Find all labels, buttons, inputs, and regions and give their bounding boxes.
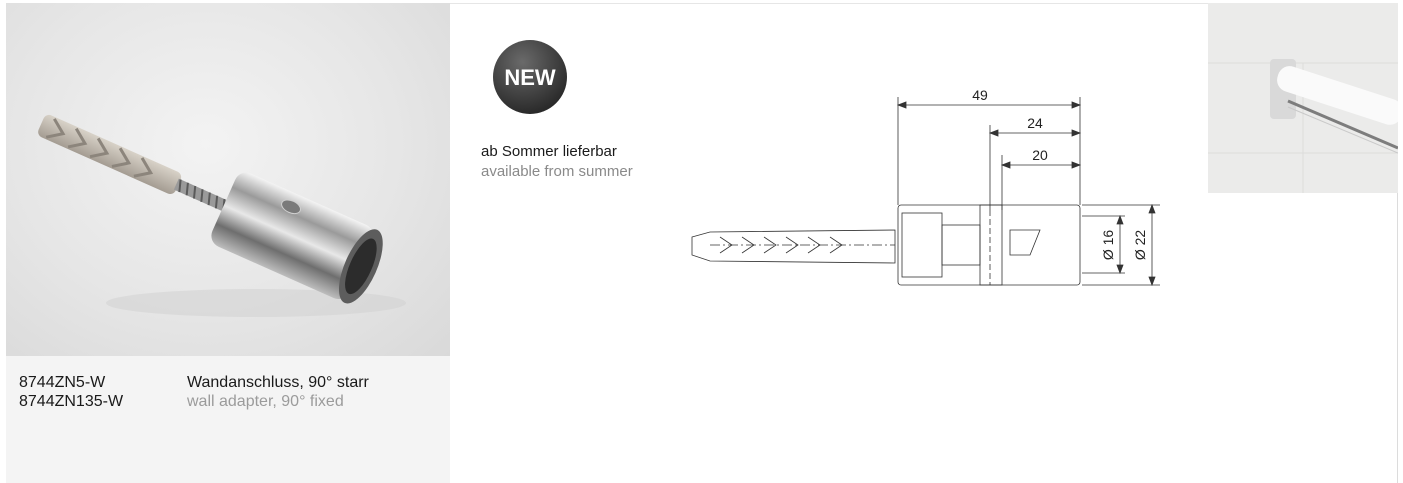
installation-thumbnail (1208, 3, 1398, 193)
dim-diameter-outer-label: Ø 22 (1132, 230, 1148, 261)
product-description: Wandanschluss, 90° starr wall adapter, 9… (187, 373, 369, 411)
new-badge: NEW (493, 40, 567, 114)
dim-inner-label: 20 (1032, 147, 1048, 163)
availability-en: available from summer (481, 163, 633, 180)
dim-mid-label: 24 (1027, 115, 1043, 131)
divider (1397, 3, 1398, 483)
availability-de: ab Sommer lieferbar (481, 143, 617, 160)
dim-total-label: 49 (972, 87, 988, 103)
divider (450, 3, 1398, 4)
product-photo (6, 3, 450, 356)
badge-label: NEW (504, 65, 556, 90)
dim-diameter-inner-label: Ø 16 (1100, 230, 1116, 261)
article-number: 8744ZN5-W (19, 374, 106, 391)
article-numbers: 8744ZN5-W 8744ZN135-W (19, 373, 123, 411)
article-number: 8744ZN135-W (19, 393, 124, 410)
description-en: wall adapter, 90° fixed (187, 393, 344, 410)
description-de: Wandanschluss, 90° starr (187, 374, 369, 391)
technical-drawing: 49 24 20 Ø 16 Ø 22 (691, 87, 1160, 287)
availability-note: ab Sommer lieferbar available from summe… (481, 142, 633, 182)
wall-adapter-image (38, 114, 406, 317)
